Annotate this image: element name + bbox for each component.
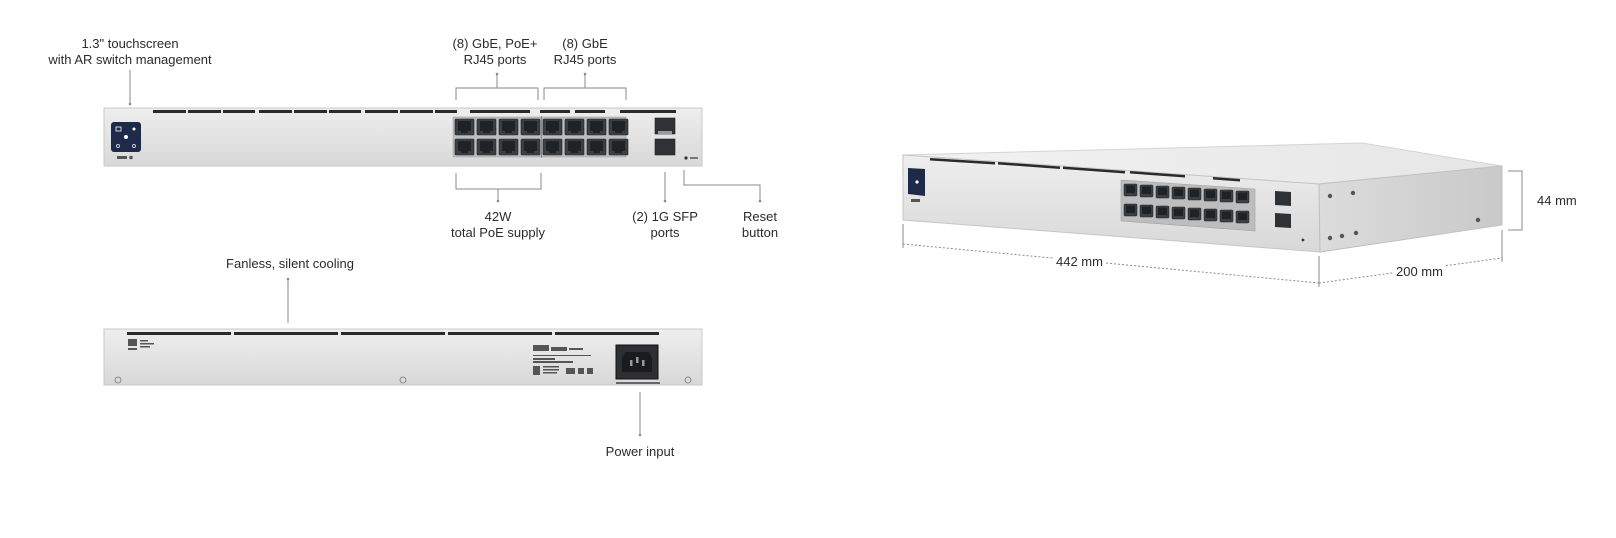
front-led-icon	[129, 155, 133, 160]
height-dimension: 44 mm	[1534, 193, 1580, 208]
rear-vents	[127, 332, 659, 335]
front-logo	[117, 156, 127, 159]
sfp-ports-callout-line2: ports	[650, 225, 680, 240]
rear-regulatory-info	[533, 345, 593, 375]
reset-callout-line2: button	[741, 225, 779, 240]
sfp-ports-callout: (2) 1G SFP ports	[610, 209, 720, 241]
power-input-callout: Power input	[605, 444, 675, 459]
poe-ports-callout: (8) GbE, PoE+ RJ45 ports	[435, 36, 555, 68]
touchscreen-callout-line1: 1.3" touchscreen	[81, 36, 179, 51]
perspective-side-screws	[1327, 190, 1481, 241]
rear-panel	[103, 328, 703, 386]
power-inlet	[615, 344, 659, 380]
rear-leader-lines	[287, 279, 641, 435]
poe-ports-callout-line2: RJ45 ports	[463, 52, 527, 67]
sfp-ports-callout-line1: (2) 1G SFP	[632, 209, 698, 224]
perspective-sfp-ports	[1275, 191, 1291, 228]
poe-supply-callout-line2: total PoE supply	[451, 225, 545, 240]
front-vents	[153, 110, 676, 113]
width-dimension: 442 mm	[1053, 254, 1106, 269]
touchscreen-callout-line2: with AR switch management	[48, 52, 212, 67]
rear-label-sticker	[128, 339, 154, 350]
perspective-view	[902, 142, 1503, 253]
cooling-callout: Fanless, silent cooling	[226, 256, 354, 271]
touchscreen-callout: 1.3" touchscreen with AR switch manageme…	[40, 36, 220, 68]
touchscreen-display	[111, 122, 141, 152]
gbe-ports-callout: (8) GbE RJ45 ports	[530, 36, 640, 68]
reset-callout: Reset button	[720, 209, 800, 241]
poe-ports-callout-line1: (8) GbE, PoE+	[452, 36, 538, 51]
reset-callout-line1: Reset	[743, 209, 777, 224]
gbe-ports-callout-line2: RJ45 ports	[553, 52, 617, 67]
front-leader-lines	[129, 70, 761, 201]
poe-supply-callout-line1: 42W	[484, 209, 512, 224]
reset-button-hole	[684, 156, 688, 160]
gbe-ports-callout-line1: (8) GbE	[562, 36, 608, 51]
depth-dimension: 200 mm	[1393, 264, 1446, 279]
rear-screws	[114, 376, 692, 384]
perspective-vents	[930, 158, 1240, 182]
poe-supply-callout: 42W total PoE supply	[428, 209, 568, 241]
front-panel	[103, 107, 703, 167]
sfp-ports	[654, 117, 676, 156]
